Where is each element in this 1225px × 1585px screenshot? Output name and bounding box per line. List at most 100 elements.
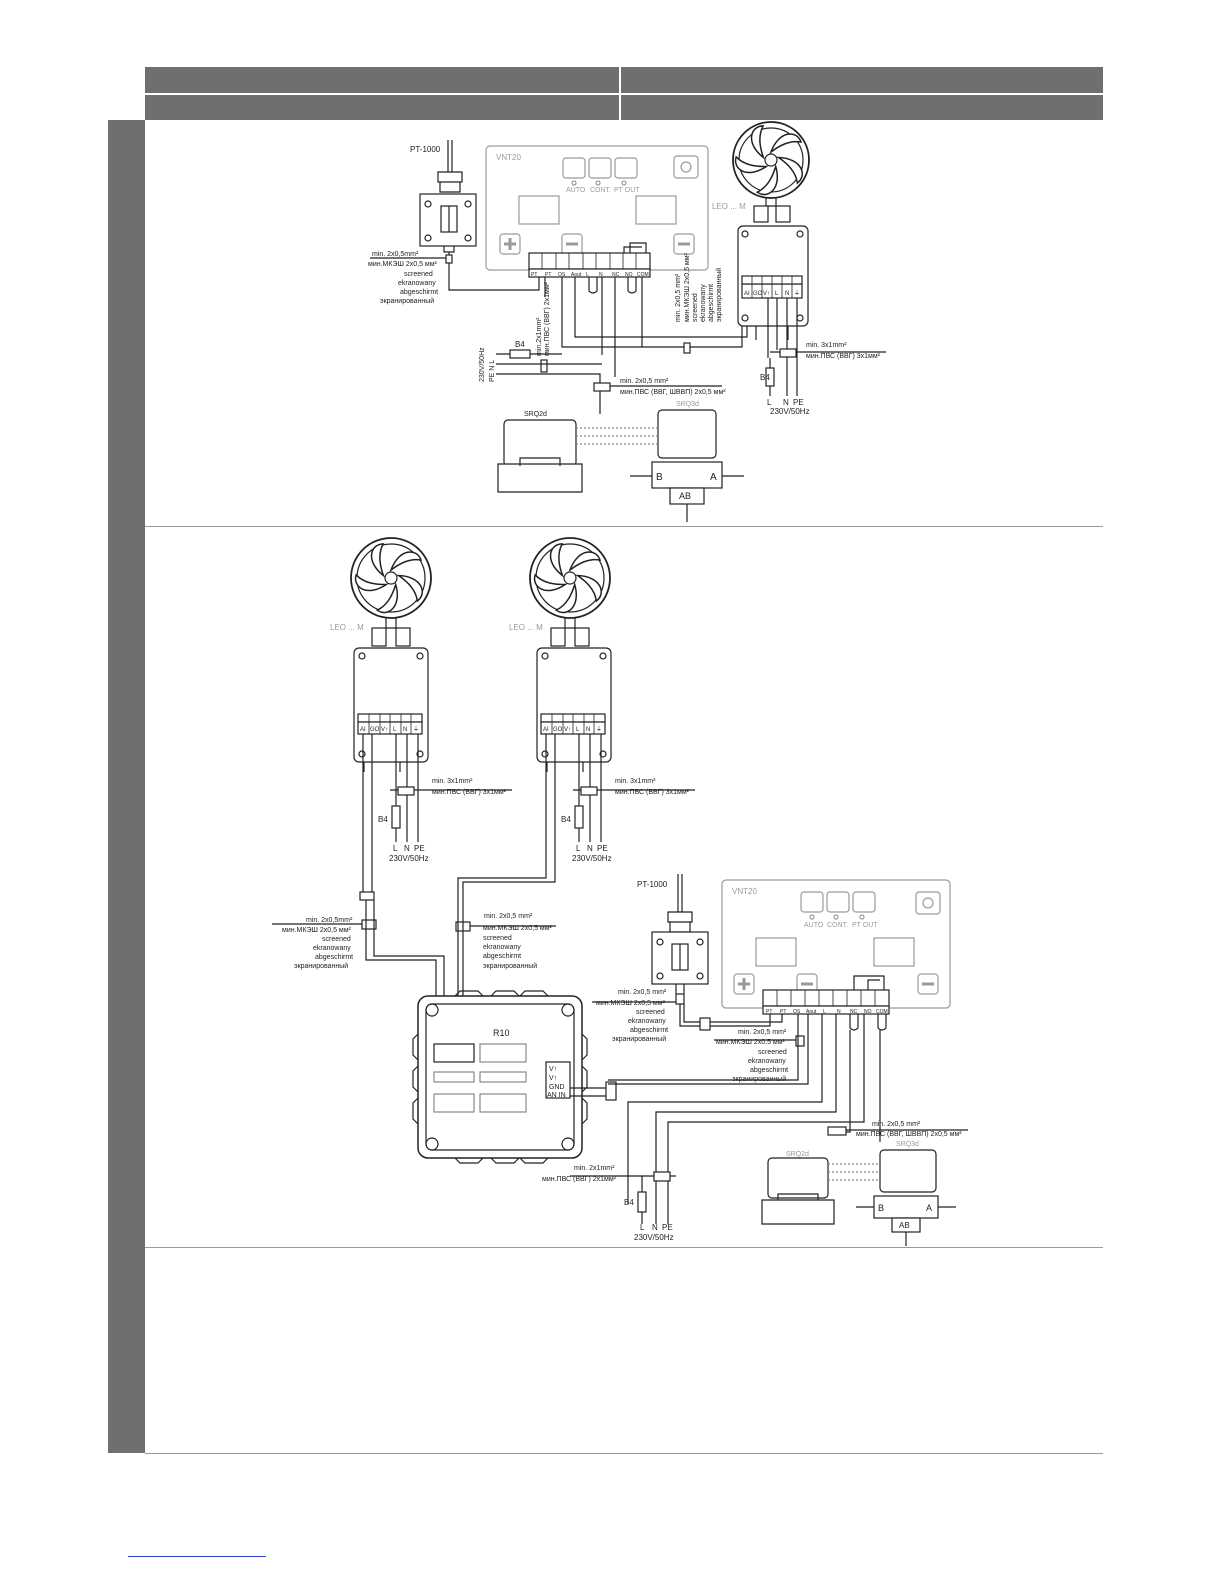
d1-signal-cable-2: screened bbox=[692, 293, 699, 322]
d1-fan-cable-1: мин.ПВС (ВВГ) 3x1мм² bbox=[806, 353, 881, 360]
d2-shield-b-0: min. 2x0,5 mm² bbox=[484, 913, 533, 920]
d2-distributor-term-0: V↑ bbox=[549, 1066, 557, 1073]
d2-fan-b-cable-0: min. 3x1mm² bbox=[615, 778, 656, 785]
d1-supply-cable-1: мин.ПВС (ВВГ) 2x1мм² bbox=[544, 281, 551, 356]
d1-shield-line-4: abgeschirmt bbox=[400, 289, 438, 296]
d2-fan-a-voltage: 230V/50Hz bbox=[389, 854, 429, 863]
d2-shield-a-0: min. 2x0,5mm² bbox=[306, 917, 353, 924]
d1-supply-cable-0: min.2x1mm² bbox=[536, 317, 543, 356]
d1-valve-port-a: A bbox=[710, 472, 717, 483]
svg-text:Aout: Aout bbox=[571, 272, 582, 278]
d1-shield-line-3: ekranowany bbox=[398, 280, 436, 287]
d1-fan-term-2: V↑ bbox=[763, 291, 770, 297]
header-bar-right bbox=[621, 67, 1103, 93]
d2-signal-cable-3: ekranowany bbox=[748, 1058, 786, 1065]
subheader-bar-left bbox=[145, 95, 619, 120]
d2-fan-b-voltage: 230V/50Hz bbox=[572, 854, 612, 863]
d2-fan-a-term-4: N bbox=[403, 727, 407, 733]
d2-fan-a-pin-n: N bbox=[404, 844, 410, 853]
svg-text:N: N bbox=[599, 272, 603, 278]
d1-fan bbox=[730, 121, 810, 223]
d2-valve-cable-1: мин.ПВС (ВВГ, ШВВП) 2x0,5 мм² bbox=[856, 1131, 962, 1138]
d2-valve2-label: SRQ3d bbox=[896, 1141, 919, 1148]
d2-valve1-label: SRQ2d bbox=[786, 1151, 809, 1158]
d2-fan-b-term-4: N bbox=[586, 727, 590, 733]
d2-valve1 bbox=[767, 1157, 829, 1199]
d2-shield-b-1: мин.МКЭШ 2x0,5 мм² bbox=[483, 925, 553, 932]
d1-fan-pin-l: L bbox=[767, 398, 772, 407]
d2-fuse-a: B4 bbox=[378, 815, 388, 824]
d2-shield-b-5: экранированный bbox=[483, 962, 537, 970]
footer-link-underline bbox=[128, 1556, 266, 1557]
d1-supply-pins: PE N L bbox=[489, 360, 496, 382]
d2-supply-cable-1: мин.ПВС (ВВГ) 2x1мм² bbox=[542, 1176, 617, 1183]
d1-valve-cable-0: min. 2x0,5 mm² bbox=[620, 378, 669, 385]
d2-fan-b-term-2: V↑ bbox=[564, 727, 571, 733]
d2-fan-b-term-3: L bbox=[576, 727, 580, 733]
svg-text:L: L bbox=[586, 272, 589, 278]
section-divider-3 bbox=[145, 1453, 1103, 1454]
d1-fan-voltage: 230V/50Hz bbox=[770, 407, 810, 416]
d2-sensor-cable-5: экранированный bbox=[612, 1035, 666, 1043]
d2-fan-b-box bbox=[536, 647, 612, 763]
d2-fan-a-term-0: AI bbox=[360, 727, 366, 733]
d2-distributor-term-1: V↑ bbox=[549, 1075, 557, 1082]
d1-fan-term-4: N bbox=[785, 291, 789, 297]
d2-ctrl-term-6: NC bbox=[850, 1009, 858, 1015]
d2-signal-cable-2: screened bbox=[758, 1049, 787, 1056]
d2-shield-b-4: abgeschirmt bbox=[483, 953, 521, 960]
d2-supply-pin-pe: PE bbox=[662, 1223, 673, 1232]
d1-signal-cable-5: экранированный bbox=[715, 268, 723, 322]
d2-distributor: R10 V↑ V↑ GND AN IN bbox=[412, 990, 588, 1164]
d2-fan-b-term-0: AI bbox=[543, 727, 549, 733]
d2-shield-a-3: ekranowany bbox=[313, 945, 351, 952]
svg-text:NO: NO bbox=[625, 272, 633, 278]
d2-fan-a-term-5: ⏚ bbox=[413, 726, 419, 733]
d2-fan-a-cable-0: min. 3x1mm² bbox=[432, 778, 473, 785]
d2-ctrl-term-7: NO bbox=[864, 1009, 872, 1015]
d2-distributor-label: R10 bbox=[493, 1028, 510, 1038]
d2-signal-cable-0: min. 2x0,5 mm² bbox=[738, 1029, 787, 1036]
d2-valve-port-b: B bbox=[878, 1203, 884, 1213]
section-divider-2 bbox=[145, 1247, 1103, 1248]
d1-fan-term-5: ⏚ bbox=[794, 290, 800, 297]
d2-distributor-term-2: GND bbox=[549, 1084, 565, 1091]
d2-controller-terminal-block bbox=[762, 989, 890, 1007]
d1-signal-cable-3: ekranowany bbox=[700, 284, 707, 322]
d1-valve-port-ab: AB bbox=[679, 491, 691, 501]
d2-fan-b-cable-1: мин.ПВС (ВВГ) 3x1мм² bbox=[615, 789, 690, 796]
d2-shield-a-5: экранированный bbox=[294, 962, 348, 970]
d2-sensor-cable-2: screened bbox=[636, 1009, 665, 1016]
svg-text:PT: PT bbox=[531, 272, 537, 278]
d1-indicator-auto: AUTO bbox=[566, 187, 586, 194]
diagram-2: LEO ... M AI GO V↑ L N ⏚ B4 min. 3x1mm² … bbox=[272, 537, 968, 1246]
d2-sensor-cable-0: min. 2x0,5 mm² bbox=[618, 989, 667, 996]
d2-ctrl-term-3: Aout bbox=[806, 1009, 817, 1015]
d2-fuse-supply: B4 bbox=[624, 1198, 634, 1207]
d1-indicator-ptout: PT OUT bbox=[614, 187, 640, 194]
d1-shield-line-1: мин.МКЭШ 2x0,5 мм² bbox=[368, 261, 438, 268]
d2-fan-a-pin-pe: PE bbox=[414, 844, 425, 853]
d2-shield-b-3: ekranowany bbox=[483, 944, 521, 951]
d2-shield-a-2: screened bbox=[322, 936, 351, 943]
d2-fan-a-box bbox=[353, 647, 429, 763]
d1-fan-term-0: AI bbox=[744, 291, 750, 297]
d2-fuse-b: B4 bbox=[561, 815, 571, 824]
d2-controller-label: VNT20 bbox=[732, 887, 757, 896]
d1-indicator-cont: CONT. bbox=[590, 187, 611, 194]
diagram-1: PT-1000 min. 2x0,5mm² мин.МКЭШ 2x0,5 мм²… bbox=[368, 121, 886, 522]
d2-signal-cable-5: экранированный bbox=[732, 1075, 786, 1083]
d2-supply-pin-l: L bbox=[640, 1223, 645, 1232]
d1-fan-cable-0: min. 3x1mm² bbox=[806, 342, 847, 349]
d2-fan-b-label: LEO ... M bbox=[509, 623, 543, 632]
d1-valve1-label: SRQ2d bbox=[524, 411, 547, 418]
d1-valve2 bbox=[657, 409, 717, 459]
d2-fan-b bbox=[529, 537, 611, 647]
d1-fan-pin-n: N bbox=[783, 398, 789, 407]
d1-sensor-label: PT-1000 bbox=[410, 145, 441, 154]
d1-fuse-left: B4 bbox=[515, 340, 525, 349]
d2-indicator-auto: AUTO bbox=[804, 922, 824, 929]
svg-text:OS: OS bbox=[558, 272, 566, 278]
d2-valve2 bbox=[879, 1149, 937, 1193]
